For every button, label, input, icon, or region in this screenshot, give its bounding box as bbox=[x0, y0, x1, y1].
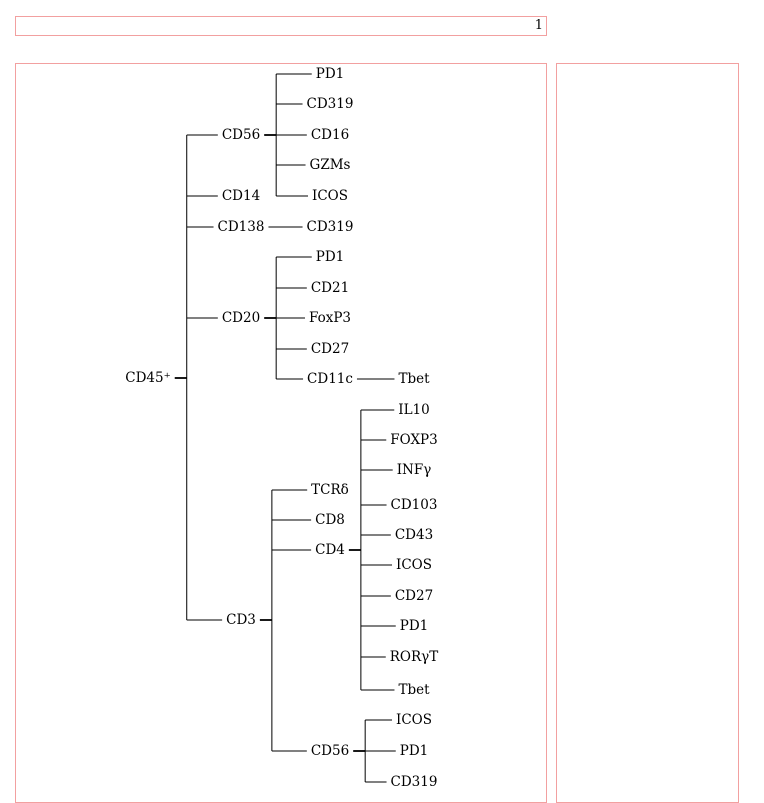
tree-node-cd319: CD319 bbox=[391, 774, 438, 790]
tree-node-cd56: CD56 bbox=[222, 127, 260, 143]
tree-node-cd16: CD16 bbox=[311, 127, 349, 143]
page-header-frame: 1 bbox=[15, 16, 547, 36]
tree-node-tcr: TCRδ bbox=[311, 482, 349, 498]
tree-node-cd21: CD21 bbox=[311, 280, 349, 296]
tree-node-foxp3: FOXP3 bbox=[390, 432, 437, 448]
tree-node-foxp3: FoxP3 bbox=[309, 310, 351, 326]
tree-node-cd11c: CD11c bbox=[307, 371, 353, 387]
tree-node-icos: ICOS bbox=[396, 712, 432, 728]
tree-node-cd4: CD4 bbox=[315, 542, 345, 558]
tree-node-cd27: CD27 bbox=[311, 341, 349, 357]
tree-node-pd1: PD1 bbox=[400, 743, 429, 759]
tree-node-pd1: PD1 bbox=[316, 249, 345, 265]
tree-node-cd45: CD45⁺ bbox=[125, 370, 170, 386]
tree-node-cd138: CD138 bbox=[218, 219, 265, 235]
tree-node-cd319: CD319 bbox=[307, 96, 354, 112]
tree-node-cd8: CD8 bbox=[315, 512, 345, 528]
tree-node-cd43: CD43 bbox=[395, 527, 433, 543]
tree-node-pd1: PD1 bbox=[316, 66, 345, 82]
tree-node-tbet: Tbet bbox=[398, 371, 430, 387]
page-number: 1 bbox=[534, 18, 543, 33]
tree-node-cd20: CD20 bbox=[222, 310, 260, 326]
tree-node-icos: ICOS bbox=[312, 188, 348, 204]
tree-node-cd56: CD56 bbox=[311, 743, 349, 759]
tree-node-cd319: CD319 bbox=[307, 219, 354, 235]
tree-node-cd27: CD27 bbox=[395, 588, 433, 604]
tree-node-cd14: CD14 bbox=[222, 188, 260, 204]
tree-node-gzms: GZMs bbox=[310, 157, 351, 173]
tree-node-tbet: Tbet bbox=[398, 682, 430, 698]
tree-node-il10: IL10 bbox=[398, 402, 429, 418]
tree-node-inf: INFγ bbox=[397, 462, 432, 478]
tree-node-pd1: PD1 bbox=[400, 618, 429, 634]
tree-node-icos: ICOS bbox=[396, 557, 432, 573]
tree-node-ror-t: RORγT bbox=[390, 649, 438, 665]
tree-node-cd3: CD3 bbox=[226, 612, 256, 628]
tree-node-cd103: CD103 bbox=[391, 497, 438, 513]
